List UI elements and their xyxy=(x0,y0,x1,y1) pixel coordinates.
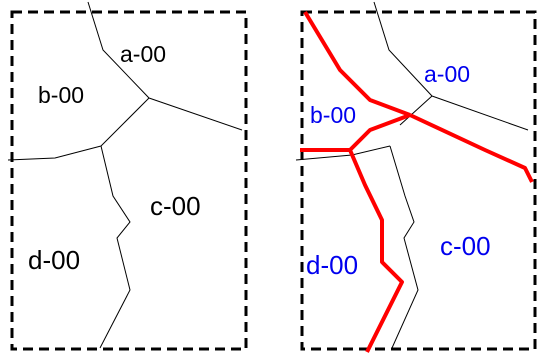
left-boundary-a-b xyxy=(87,1,150,99)
right-highlight-boundaries xyxy=(300,10,534,353)
left-label-c: c-00 xyxy=(150,191,201,221)
right-boundary-c-d xyxy=(389,145,419,349)
highlight-boundary-a-c xyxy=(409,113,534,183)
right-boundary-a-c xyxy=(431,95,529,131)
right-label-a: a-00 xyxy=(424,61,470,87)
left-label-b: b-00 xyxy=(38,82,84,108)
right-label-b: b-00 xyxy=(310,102,356,128)
left-boundary-b-c xyxy=(100,97,150,147)
right-label-c: c-00 xyxy=(440,231,491,261)
highlight-boundary-c-d xyxy=(348,149,404,353)
right-boundary-a-b xyxy=(373,1,433,97)
highlight-boundary-b-c xyxy=(348,113,411,152)
right-label-d: d-00 xyxy=(306,250,358,280)
left-boundary-a-c xyxy=(148,97,243,131)
highlight-boundary-a-b xyxy=(303,10,411,117)
left-boundaries xyxy=(7,1,243,349)
left-panel: a-00 b-00 c-00 d-00 xyxy=(7,1,248,351)
right-panel-frame xyxy=(300,10,537,351)
right-boundary-to-b xyxy=(399,95,433,126)
left-label-d: d-00 xyxy=(28,245,80,275)
left-label-a: a-00 xyxy=(120,41,166,67)
left-boundary-c-d xyxy=(99,145,131,349)
left-boundary-b-d xyxy=(7,145,102,161)
left-panel-frame xyxy=(10,10,248,351)
right-panel: a-00 b-00 c-00 d-00 xyxy=(295,1,537,353)
